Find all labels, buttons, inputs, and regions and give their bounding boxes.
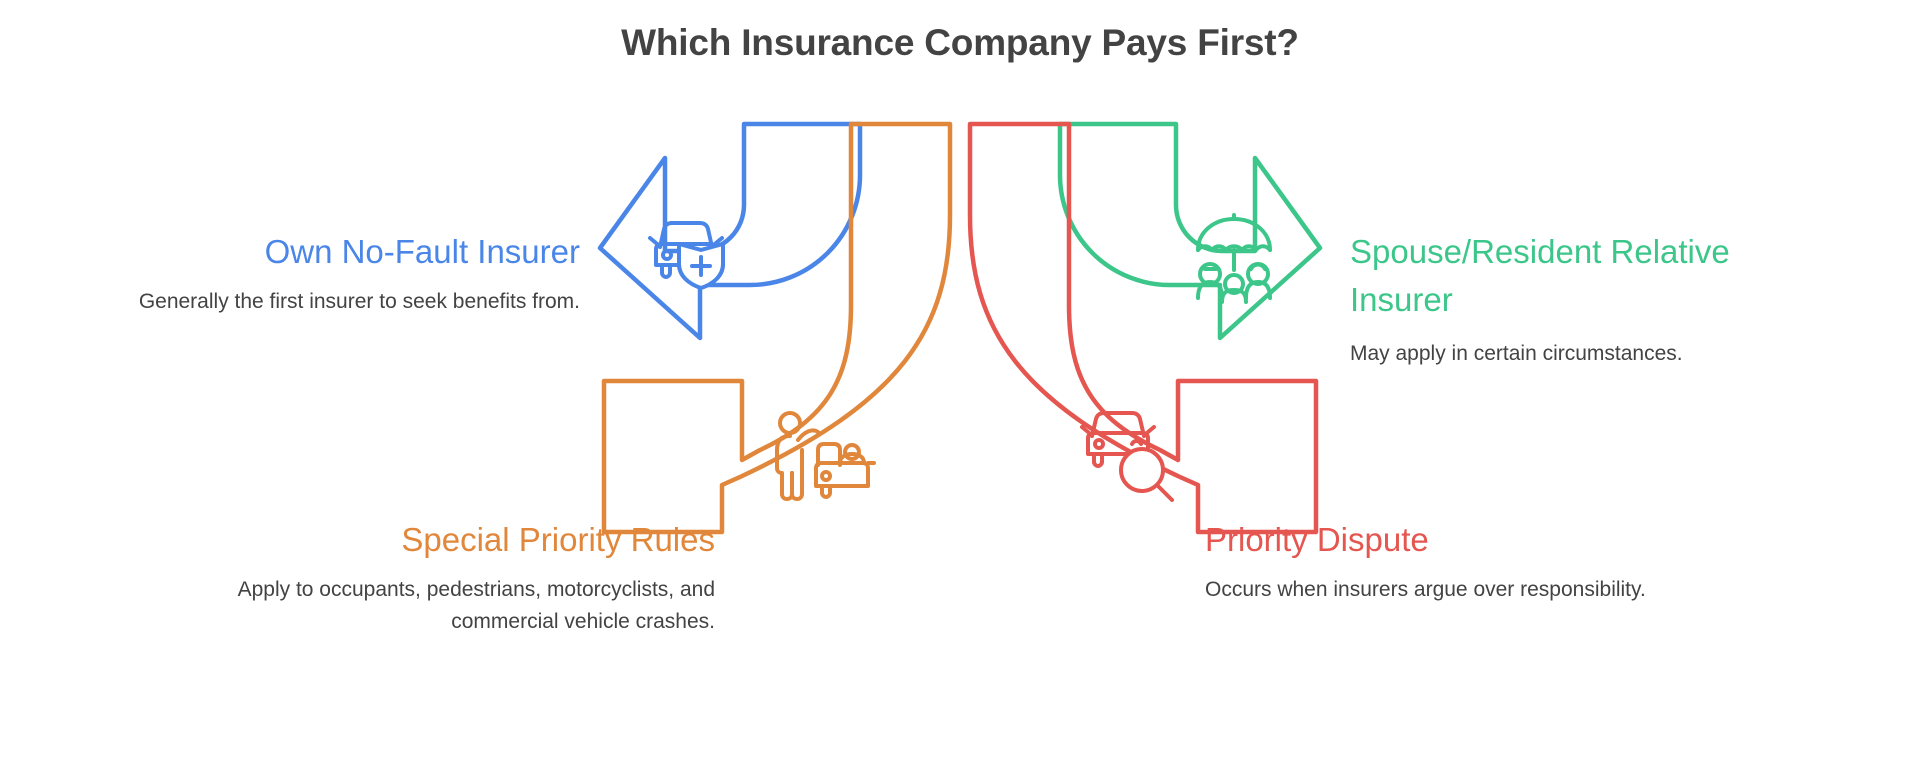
umbrella-family-icon: [1196, 213, 1272, 304]
arrow-spouse-relative: [1057, 121, 1323, 341]
node-own-no-fault-description: Generally the first insurer to seek bene…: [138, 290, 580, 313]
node-priority-dispute: Priority Dispute Occurs when insurers ar…: [1205, 516, 1685, 606]
arrow-priority-dispute: [967, 121, 1319, 535]
node-special-priority: Special Priority Rules Apply to occupant…: [190, 516, 715, 638]
node-special-priority-title: Special Priority Rules: [401, 521, 715, 558]
node-own-no-fault-title: Own No-Fault Insurer: [264, 233, 580, 270]
node-spouse-relative-description: May apply in certain circumstances.: [1350, 342, 1683, 365]
arrow-own-no-fault-body: [597, 121, 863, 341]
node-own-no-fault: Own No-Fault Insurer Generally the first…: [95, 228, 580, 318]
node-priority-dispute-title: Priority Dispute: [1205, 521, 1429, 558]
node-special-priority-description: Apply to occupants, pedestrians, motorcy…: [237, 578, 715, 633]
arrow-spouse-relative-body: [1057, 121, 1323, 341]
arrow-own-no-fault: [597, 121, 863, 341]
car-magnifier-icon: [1080, 411, 1174, 502]
car-shield-plus-icon: [648, 221, 725, 290]
node-priority-dispute-description: Occurs when insurers argue over responsi…: [1205, 578, 1646, 601]
pedestrian-vehicle-icon: [775, 411, 876, 501]
node-spouse-relative-title: Spouse/Resident Relative Insurer: [1350, 233, 1730, 318]
arrow-priority-dispute-shape: [967, 121, 1319, 535]
arrow-special-priority-shape: [601, 121, 953, 535]
node-spouse-relative: Spouse/Resident Relative Insurer May app…: [1350, 228, 1840, 370]
arrow-special-priority: [601, 121, 953, 535]
page-title: Which Insurance Company Pays First?: [621, 22, 1299, 63]
